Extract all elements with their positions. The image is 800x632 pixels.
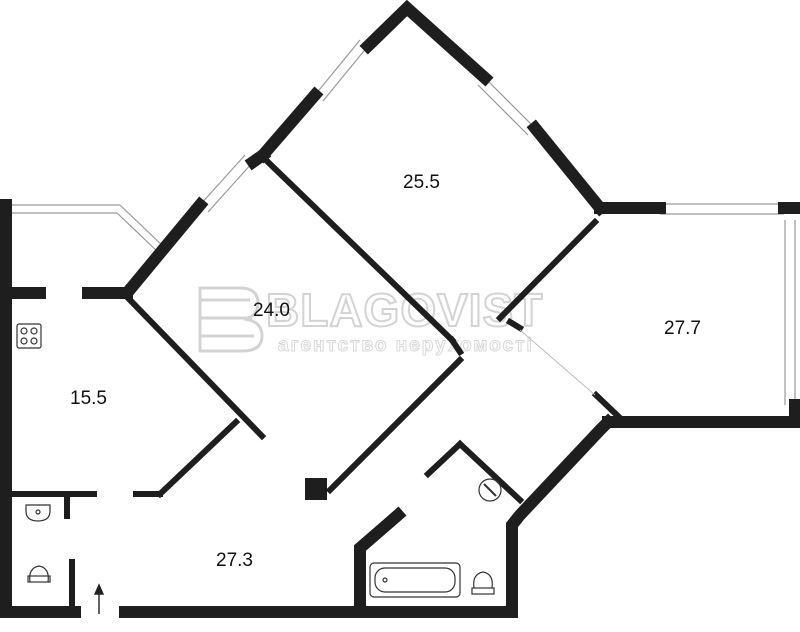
entrance-arrow-icon (93, 583, 105, 614)
sink-icon (25, 504, 51, 522)
watermark-tagline: агентство нерухомості (278, 335, 534, 356)
balcony (12, 204, 166, 253)
room-25-5-area: 25.5 (403, 172, 440, 193)
window-upper-left (314, 39, 369, 102)
window-right-top (660, 203, 784, 215)
toilet-icon-bathroom (471, 571, 495, 595)
room-15-5-area: 15.5 (70, 388, 107, 409)
window-right-side (784, 220, 796, 405)
bathtub-icon (369, 562, 461, 598)
toilet-icon (27, 565, 51, 583)
room-24-0-area: 24.0 (253, 300, 290, 321)
door-swings (519, 329, 596, 396)
stove-icon (16, 323, 42, 349)
watermark: BLAGOVIST агентство нерухомості (198, 283, 543, 357)
watermark-logo-icon (198, 286, 264, 353)
structural-column (305, 478, 327, 500)
walls (0, 0, 800, 618)
room-27-3-area: 27.3 (216, 550, 253, 571)
room-27-7-area: 27.7 (664, 318, 701, 339)
interior-walls (9, 157, 625, 615)
window-mid-left (199, 154, 254, 213)
washbasin-icon (478, 478, 502, 502)
windows (12, 39, 796, 405)
window-upper-right (477, 77, 536, 136)
